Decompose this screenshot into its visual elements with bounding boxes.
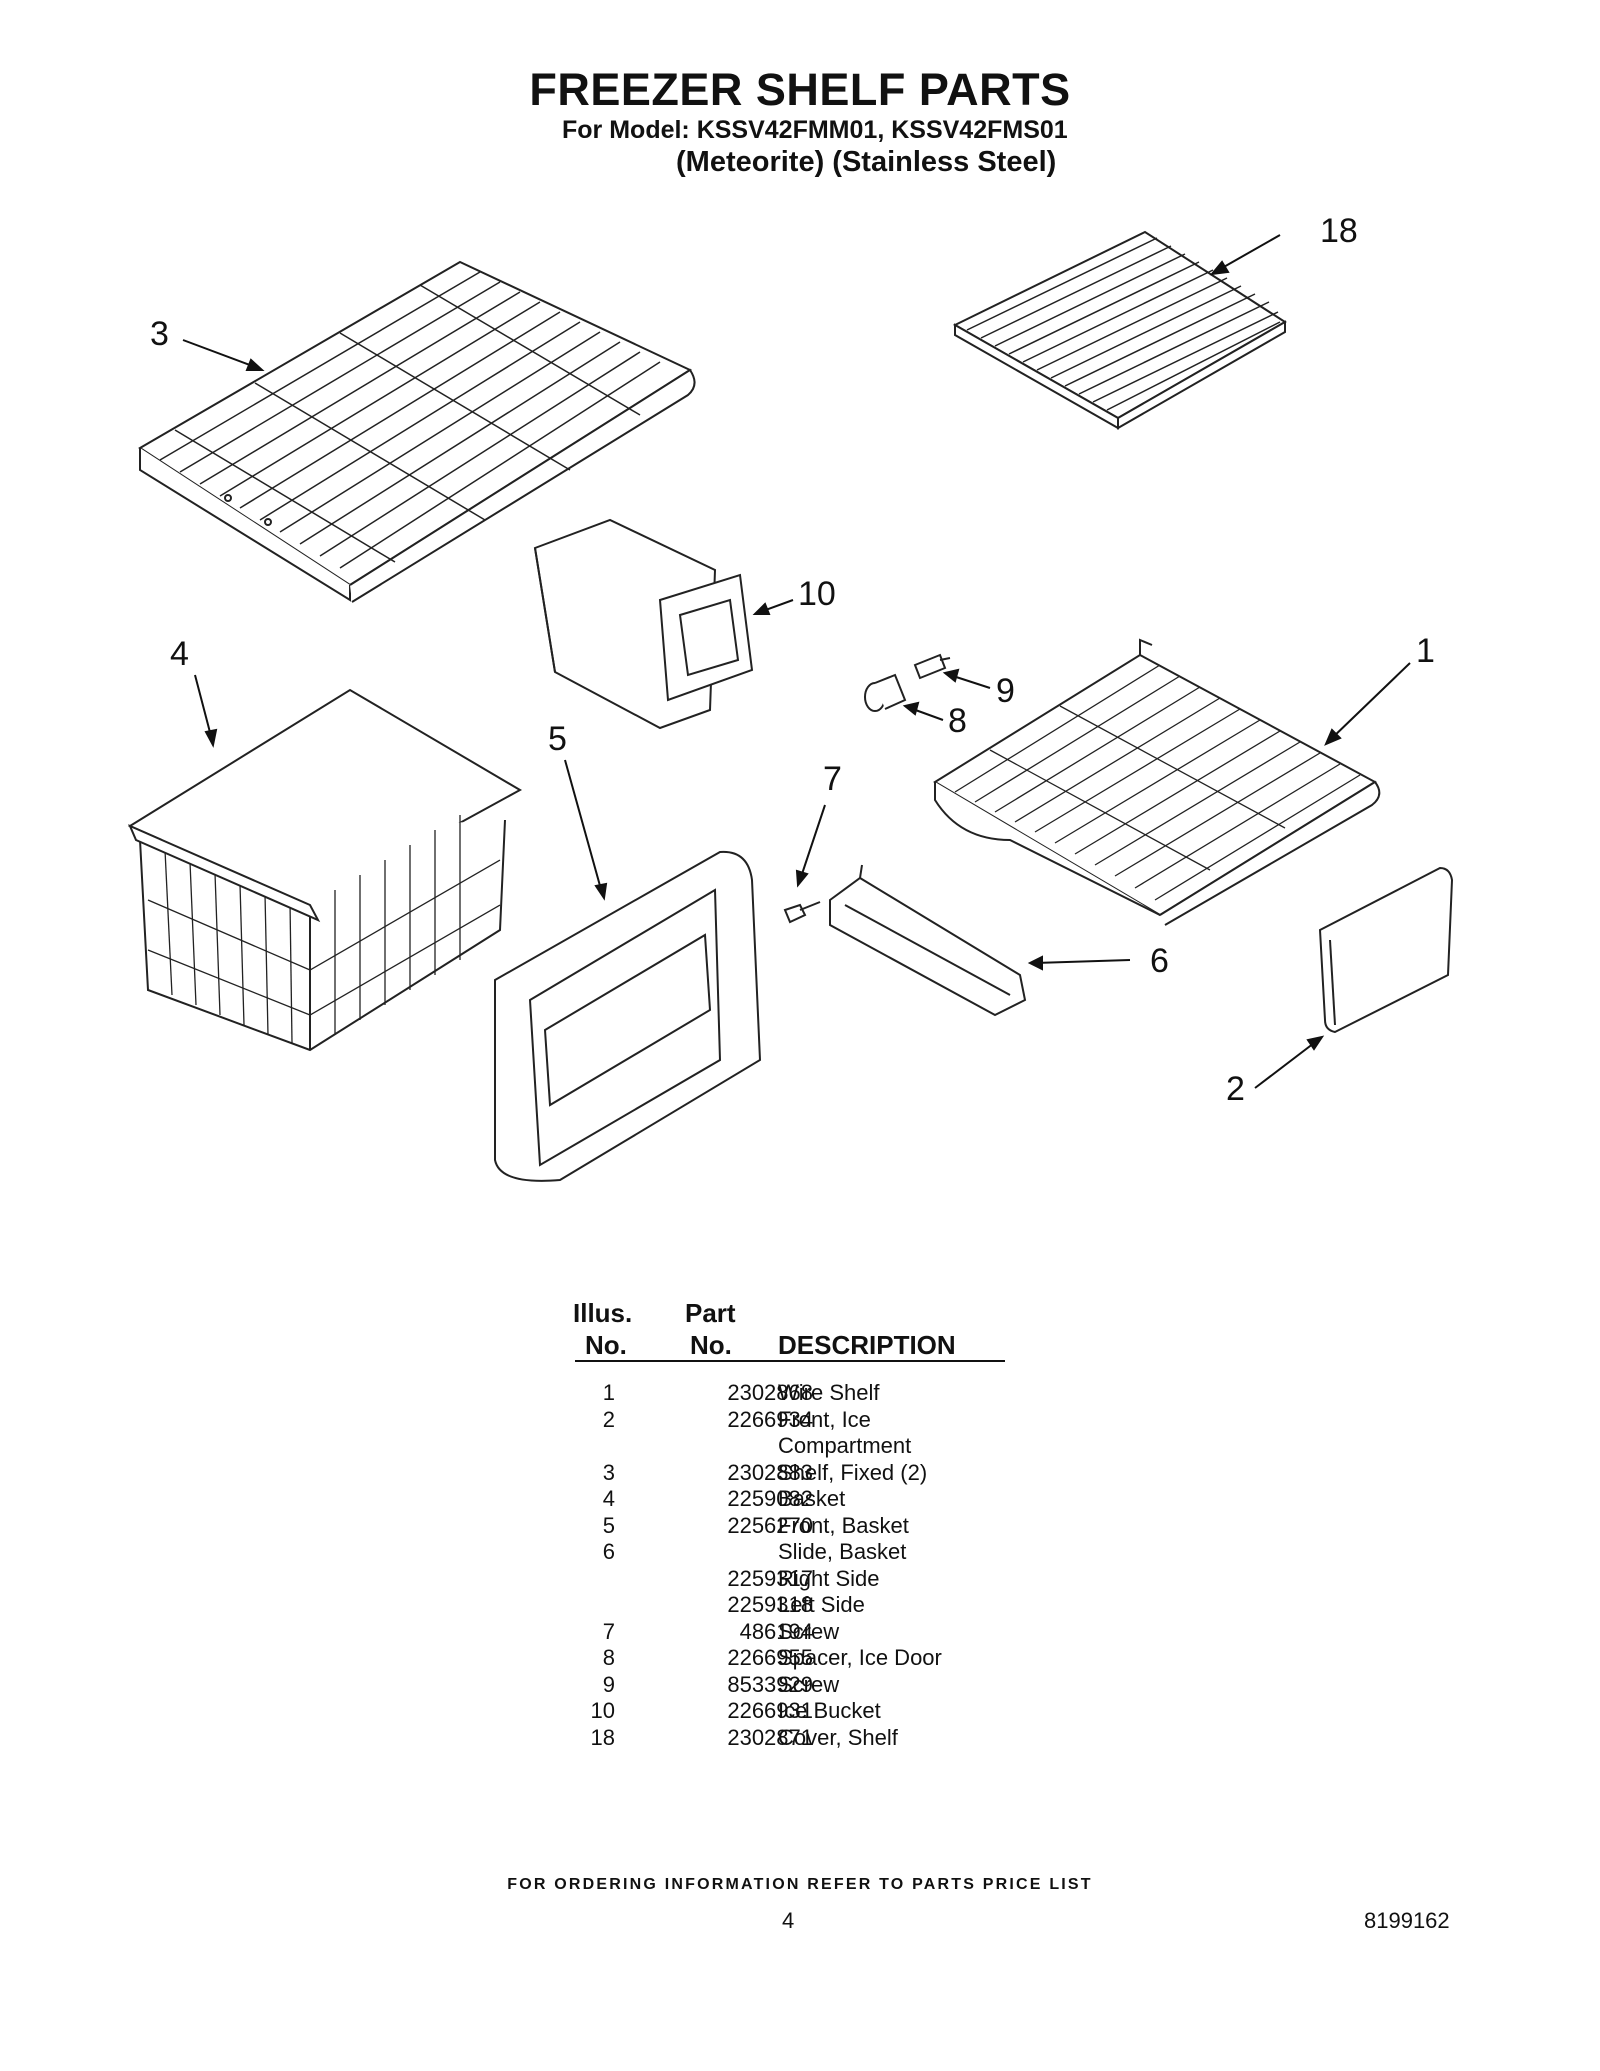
part-number: 2302883 bbox=[727, 1459, 813, 1485]
illus-header-line2: No. bbox=[585, 1330, 627, 1360]
part-description: Wire Shelf bbox=[778, 1380, 880, 1405]
illus-number: 5 bbox=[602, 1512, 615, 1538]
part-number: 2256270 bbox=[727, 1512, 813, 1538]
part-header-line1: Part bbox=[685, 1298, 736, 1328]
screw-and-spacer-drawing bbox=[864, 653, 951, 712]
part-description: Left Side bbox=[778, 1592, 865, 1617]
shelf-cover-drawing bbox=[952, 230, 1287, 430]
illus-number: 3 bbox=[602, 1459, 615, 1485]
table-header: Illus. No. Part No. DESCRIPTION bbox=[573, 1298, 1005, 1360]
illus-number: 7 bbox=[602, 1618, 615, 1644]
ice-compartment-front-drawing bbox=[1318, 866, 1454, 1034]
part-description: Basket bbox=[778, 1486, 846, 1511]
basket-front-drawing bbox=[494, 850, 762, 1182]
wire-shelf-drawing bbox=[933, 638, 1381, 926]
basket-slide-drawing bbox=[829, 864, 1027, 1017]
callout-7: 7 bbox=[823, 760, 842, 798]
callout-5: 5 bbox=[548, 720, 567, 758]
fixed-shelf-drawing bbox=[138, 260, 696, 603]
model-colors: (Meteorite) (Stainless Steel) bbox=[676, 146, 1057, 178]
part-description: Cover, Shelf bbox=[778, 1724, 898, 1750]
part-number: 486194 bbox=[739, 1618, 813, 1644]
part-header-line2: No. bbox=[690, 1330, 732, 1360]
callout-3: 3 bbox=[150, 315, 169, 353]
basket-drawing bbox=[127, 688, 523, 1052]
page-title: FREEZER SHELF PARTS bbox=[529, 64, 1071, 115]
part-description: Slide, Basket bbox=[778, 1539, 907, 1564]
callout-4: 4 bbox=[170, 635, 189, 673]
ordering-note: FOR ORDERING INFORMATION REFER TO PARTS … bbox=[507, 1876, 1093, 1893]
part-number: 2259317 bbox=[727, 1565, 813, 1591]
parts-table: Illus. No. Part No. DESCRIPTION 1 2302868… bbox=[573, 1298, 1005, 1750]
callout-6: 6 bbox=[1150, 942, 1169, 980]
part-description: Screw bbox=[778, 1618, 840, 1644]
callout-2: 2 bbox=[1226, 1070, 1245, 1108]
part-number: 2266934 bbox=[727, 1406, 813, 1432]
illus-number: 9 bbox=[602, 1671, 615, 1697]
part-number: 2259318 bbox=[727, 1592, 813, 1617]
callout-18: 18 bbox=[1320, 212, 1358, 250]
illus-number: 8 bbox=[602, 1645, 615, 1670]
part-number: 2266955 bbox=[727, 1645, 813, 1670]
page-number: 4 bbox=[782, 1908, 795, 1933]
part-number: 2266931 bbox=[727, 1698, 813, 1723]
document-number: 8199162 bbox=[1364, 1908, 1450, 1933]
illus-number: 1 bbox=[602, 1380, 615, 1405]
description-header: DESCRIPTION bbox=[778, 1330, 956, 1360]
illus-number: 2 bbox=[602, 1406, 615, 1432]
part-description: Ice Bucket bbox=[778, 1698, 881, 1723]
part-description: Right Side bbox=[778, 1565, 880, 1591]
part-number: 2302868 bbox=[727, 1380, 813, 1405]
callout-8: 8 bbox=[948, 702, 967, 740]
part-description: Front, Ice bbox=[778, 1406, 871, 1432]
callout-10: 10 bbox=[798, 575, 836, 613]
part-number: 2302871 bbox=[727, 1724, 813, 1750]
illus-number: 4 bbox=[602, 1486, 615, 1511]
model-numbers: For Model: KSSV42FMM01, KSSV42FMS01 bbox=[562, 116, 1068, 144]
table-row: Compartment bbox=[575, 1433, 1005, 1460]
table-row: 6 Slide, Basket bbox=[575, 1539, 1005, 1566]
callout-9: 9 bbox=[996, 672, 1015, 710]
illus-header-line1: Illus. bbox=[573, 1298, 633, 1328]
illus-number: 6 bbox=[602, 1539, 615, 1564]
ice-bucket-drawing bbox=[533, 518, 754, 730]
part-number: 8533929 bbox=[727, 1671, 813, 1697]
part-description: Compartment bbox=[778, 1433, 912, 1458]
exploded-parts-diagram: 18 3 10 4 1 9 8 5 7 6 2 bbox=[127, 212, 1454, 1182]
part-number: 2259082 bbox=[727, 1486, 813, 1511]
callout-1: 1 bbox=[1416, 632, 1435, 670]
header-rule bbox=[575, 1360, 1005, 1362]
part-description: Shelf, Fixed (2) bbox=[778, 1459, 928, 1485]
slide-screw-drawing bbox=[783, 901, 821, 924]
part-description: Spacer, Ice Door bbox=[778, 1645, 942, 1670]
illus-number: 18 bbox=[590, 1724, 615, 1750]
part-description: Front, Basket bbox=[778, 1512, 909, 1538]
part-description: Screw bbox=[778, 1671, 840, 1697]
illus-number: 10 bbox=[590, 1698, 615, 1723]
